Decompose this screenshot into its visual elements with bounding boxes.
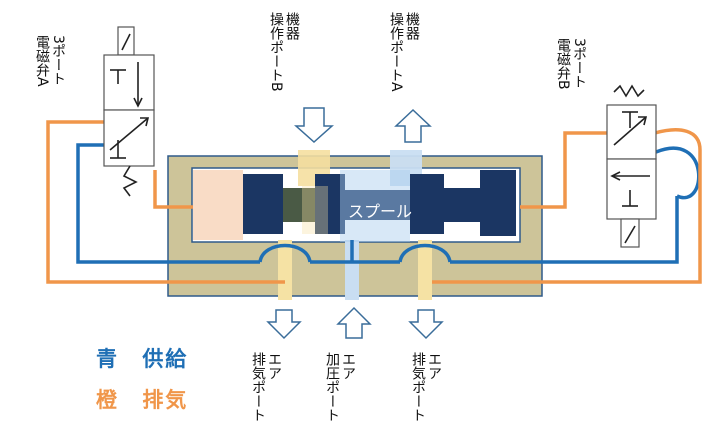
legend-exhaust-color: 橙: [96, 388, 119, 412]
valve-b-label: 3ポート 電磁弁B: [555, 38, 587, 90]
supply-line: [76, 143, 701, 264]
port-a-label: 機器 操作ポートA: [388, 12, 420, 92]
arrow-port-b: [294, 107, 334, 144]
valve-b-label-line2: 電磁弁B: [555, 38, 571, 90]
port-b-label-line2: 操作ポートB: [268, 12, 284, 92]
legend-supply-meaning: 供給: [142, 347, 189, 371]
valve-a-label-line1: 3ポート: [50, 35, 66, 86]
arrow-exhaust-right: [408, 309, 444, 340]
exhaust-left-label-line2: 排気ポート: [250, 352, 266, 422]
exhaust-right-label-line2: 排気ポート: [410, 352, 426, 422]
exhaust-right-label: エア 排気ポート: [410, 352, 442, 422]
port-a-label-line2: 操作ポートA: [388, 12, 404, 92]
legend-exhaust-meaning: 排気: [142, 388, 189, 412]
exhaust-right-label-line1: エア: [426, 352, 442, 380]
port-b-label-line1: 機器: [284, 12, 300, 40]
arrow-port-a: [394, 108, 432, 143]
pressure-port-label: エア 加圧ポート: [324, 352, 356, 422]
legend-supply: 青 供給: [96, 343, 188, 373]
port-b-label: 機器 操作ポートB: [268, 12, 300, 92]
exhaust-line: [46, 120, 702, 284]
exhaust-left-label-line1: エア: [266, 352, 282, 380]
port-a-label-line1: 機器: [404, 12, 420, 40]
pressure-port-label-line2: 加圧ポート: [324, 352, 340, 422]
valve-b-label-line1: 3ポート: [571, 38, 587, 89]
legend-supply-color: 青: [96, 347, 119, 371]
arrow-pressure: [336, 306, 372, 339]
legend-exhaust: 橙 排気: [96, 384, 188, 414]
pressure-port-label-line1: エア: [340, 352, 356, 380]
spool: スプール: [243, 170, 516, 242]
solenoid-valve-b: [606, 84, 657, 248]
spool-label: スプール: [348, 202, 412, 221]
arrow-exhaust-left: [266, 309, 302, 340]
exhaust-left-label: エア 排気ポート: [250, 352, 282, 422]
valve-a-label: 3ポート 電磁弁A: [34, 35, 66, 87]
solenoid-valve-a: [103, 26, 155, 197]
valve-a-label-line2: 電磁弁A: [34, 35, 50, 87]
